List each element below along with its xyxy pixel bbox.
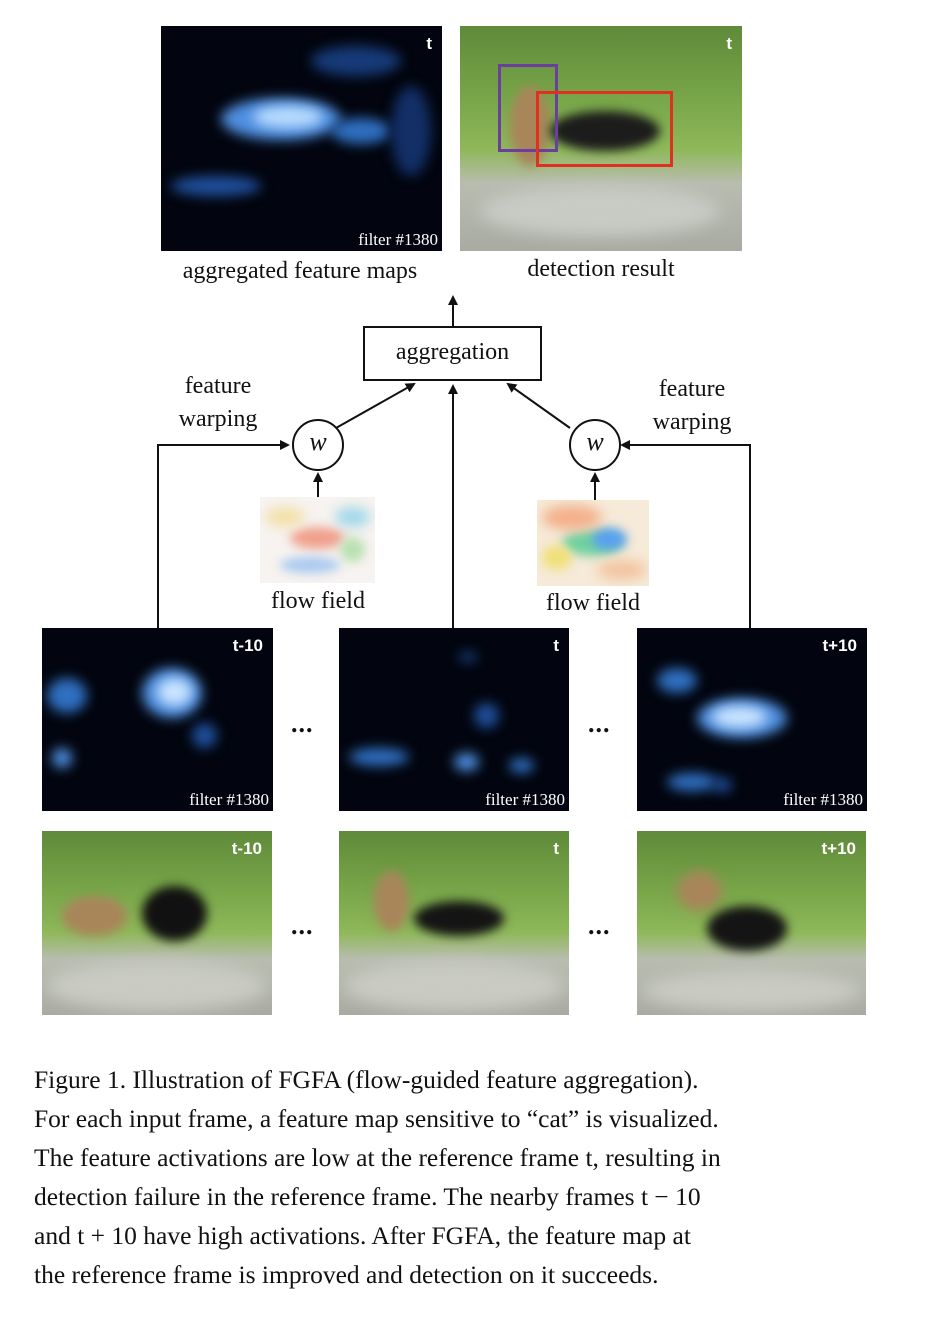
video-frame-t-minus-10: t-10 <box>42 831 272 1015</box>
feature-map-t-plus-10: t+10 filter #1380 <box>637 628 867 811</box>
purple-detection-box <box>498 64 558 152</box>
time-tag: t-10 <box>231 839 262 858</box>
feature-warping-left-line1: feature <box>184 373 252 399</box>
flow-diagram <box>157 295 751 628</box>
caption-line: detection failure in the reference frame… <box>34 1182 701 1211</box>
aggregation-box <box>363 326 542 381</box>
time-tag: t <box>553 636 559 655</box>
ellipsis: ... <box>291 709 314 738</box>
warp-node-right <box>569 419 621 471</box>
filter-label: filter #1380 <box>485 790 565 809</box>
ellipsis: ... <box>291 911 314 940</box>
time-tag: t+10 <box>822 636 858 655</box>
warp-node-left <box>292 419 344 471</box>
video-frame-t-plus-10: t+10 <box>637 831 866 1015</box>
time-tag: t <box>553 839 559 858</box>
caption-line: Figure 1. Illustration of FGFA (flow-gui… <box>34 1065 699 1094</box>
video-frame-t: t <box>339 831 569 1015</box>
ellipsis: ... <box>588 911 611 940</box>
caption-line: The feature activations are low at the r… <box>34 1143 721 1172</box>
filter-label: filter #1380 <box>189 790 269 809</box>
warp-symbol-left: w <box>309 427 327 456</box>
time-tag: t <box>426 34 432 53</box>
filter-label: filter #1380 <box>783 790 863 809</box>
flow-field-right-label: flow field <box>546 590 640 616</box>
aggregated-feature-map: t filter #1380 <box>161 26 442 251</box>
red-detection-box <box>536 91 673 167</box>
feature-map-t: t filter #1380 <box>339 628 569 811</box>
flow-field-right-image <box>537 500 649 586</box>
caption-line: the reference frame is improved and dete… <box>34 1260 659 1289</box>
feature-map-t-minus-10: t-10 filter #1380 <box>42 628 273 811</box>
figure-caption: Figure 1. Illustration of FGFA (flow-gui… <box>34 1060 894 1294</box>
feature-warping-right-line1: feature <box>658 376 726 402</box>
aggregation-label: aggregation <box>395 339 510 365</box>
time-tag: t <box>726 34 732 53</box>
detection-result-label: detection result <box>527 256 675 282</box>
feature-warping-left-line2: warping <box>178 406 258 432</box>
feature-warping-right-line2: warping <box>652 409 732 435</box>
time-tag: t+10 <box>821 839 857 858</box>
caption-line: and t + 10 have high activations. After … <box>34 1221 691 1250</box>
ellipsis: ... <box>588 709 611 738</box>
flow-field-left-image <box>260 497 375 583</box>
aggregated-feature-maps-label: aggregated feature maps <box>182 258 418 284</box>
time-tag: t-10 <box>232 636 263 655</box>
caption-line: For each input frame, a feature map sens… <box>34 1104 719 1133</box>
warp-symbol-right: w <box>586 427 604 456</box>
flow-field-left-label: flow field <box>271 588 365 614</box>
filter-label: filter #1380 <box>358 230 438 249</box>
detection-result-image: t <box>460 26 742 251</box>
